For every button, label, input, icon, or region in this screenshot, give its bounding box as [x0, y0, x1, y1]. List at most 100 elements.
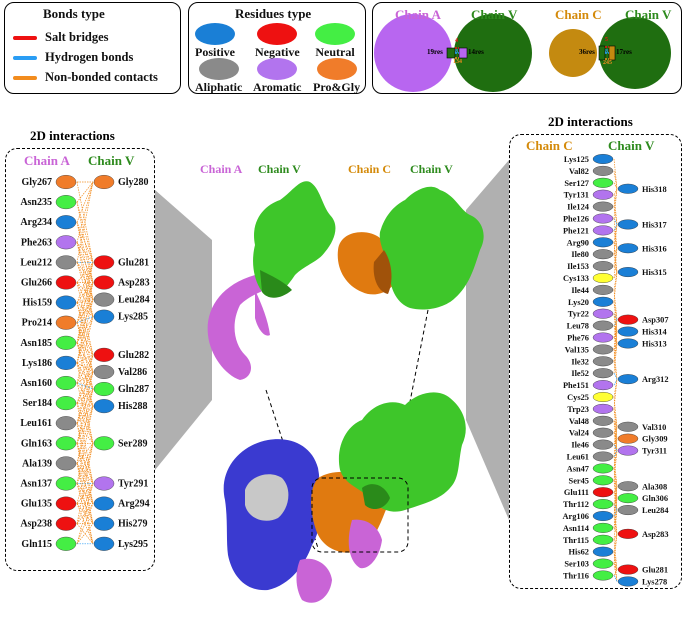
left-panel-title: 2D interactions: [30, 128, 115, 143]
progly-legend-item: Pro&Gly: [313, 58, 360, 95]
right-panel-left-residue-label: Val135: [565, 345, 589, 354]
right-panel-bond-line: [613, 337, 618, 344]
chain-a-circle: [374, 14, 452, 92]
right-panel-left-residue-oval: [592, 344, 614, 355]
right-panel-left-residue-label: Ile32: [571, 357, 589, 366]
right-panel-bond-line: [613, 509, 618, 528]
right-panel-right-residue-oval: [617, 421, 639, 432]
right-panel-bond-line: [613, 486, 618, 493]
left-panel-bond-line: [76, 405, 94, 444]
right-panel-right-residue-oval: [617, 267, 639, 278]
non-bonded-swatch: [13, 75, 37, 80]
aromatic-label: Aromatic: [253, 80, 302, 94]
left-panel-interaction-lines: [76, 181, 94, 545]
left-panel-bond-line: [76, 382, 94, 444]
left-panel-left-residue-oval: [55, 516, 77, 531]
right-panel-left-residue-label: Ile80: [571, 250, 589, 259]
right-panel-left-residue-oval: [592, 522, 614, 533]
right-panel-right-residue-label: His317: [642, 220, 667, 229]
left-panel-bond-line: [76, 342, 94, 407]
right-panel-bond-line: [613, 533, 618, 552]
right-panel-left-residue-oval: [592, 272, 614, 283]
right-panel-right-residue-label: Lys278: [642, 577, 667, 586]
left-panel-bond-line: [76, 316, 94, 364]
left-panel-right-residue-label: Gly280: [118, 177, 149, 188]
right-panel-bond-line: [613, 319, 618, 338]
right-panel-right-residue-label: Ala308: [642, 482, 667, 491]
right-panel-left-residue-oval: [592, 308, 614, 319]
left-panel-right-residue-oval: [93, 476, 115, 491]
left-panel-bond-line: [76, 371, 94, 444]
right-panel-left-residue-label: Ile124: [567, 203, 590, 212]
venn-right-chain1: Chain C: [555, 7, 602, 22]
chain-v-surface-bottom: [338, 392, 466, 512]
left-panel-left-residue-label: Gln163: [21, 438, 52, 449]
left-panel-right-residue-oval: [93, 399, 115, 414]
right-panel-right-residue-oval: [617, 183, 639, 194]
venn-left-count-top: 4: [455, 38, 458, 44]
right-panel-bond-line: [613, 248, 618, 267]
aliphatic-swatch: [198, 58, 239, 80]
left-panel-left-residue-oval: [55, 175, 77, 190]
right-panel-left-residue-oval: [592, 177, 614, 188]
right-panel-bond-line: [613, 206, 618, 225]
right-panel-bond-line: [613, 533, 618, 540]
right-panel-chain-c: Chain C: [526, 138, 573, 153]
venn-left-count-mid: 8: [455, 49, 458, 55]
left-panel-right-residue-oval: [93, 364, 115, 379]
right-panel-right-residue-oval: [617, 564, 639, 575]
right-panel-left-residue-oval: [592, 415, 614, 426]
right-panel-left-residue-label: Cys25: [567, 393, 589, 402]
right-panel-bond-line: [613, 373, 618, 380]
left-panel-left-residue-oval: [55, 335, 77, 350]
right-panel-bond-line: [613, 450, 618, 469]
venn-right-count-mid: 8: [605, 49, 608, 55]
right-panel-left-residue-label: Phe76: [567, 334, 589, 343]
left-panel-left-residue-label: Leu212: [20, 257, 52, 268]
right-interaction-graph: Lys125Val82Ser127Tyr131Ile124Phe126Phe12…: [562, 154, 669, 587]
left-panel-bond-line: [76, 371, 94, 384]
interface-summary-box: Chain A Chain V Chain C Chain V 19res 14…: [372, 2, 682, 94]
left-panel-bond-line: [76, 282, 94, 363]
right-panel-bond-line: [613, 486, 618, 505]
left-panel-left-residue-oval: [55, 355, 77, 370]
right-panel-left-residue-label: Tyr131: [564, 191, 589, 200]
salt-bridge-legend-item: Salt bridges: [13, 30, 109, 45]
right-panel-left-residue-oval: [592, 403, 614, 414]
right-panel-left-residue-oval: [592, 320, 614, 331]
left-panel-bond-line: [76, 299, 94, 303]
left-panel-bond-line: [76, 382, 94, 390]
left-panel-bond-line: [76, 181, 94, 223]
left-panel-bond-line: [76, 354, 94, 364]
left-panel-left-residue-label: Glu135: [21, 499, 52, 510]
right-panel-bond-line: [613, 271, 618, 279]
right-panel-right-residue-label: His314: [642, 328, 667, 337]
venn-left-count-bottom: 134: [453, 59, 462, 65]
right-panel-left-residue-oval: [592, 237, 614, 248]
right-panel-left-residue-label: Arg90: [567, 238, 589, 247]
left-panel-bond-line: [76, 342, 94, 390]
left-panel-right-residue-label: Glu282: [118, 350, 149, 361]
left-panel-bond-line: [76, 362, 94, 444]
right-panel-right-residue-oval: [617, 445, 639, 456]
left-panel-left-residue-label: Gln115: [21, 539, 52, 550]
right-panel-right-residue-oval: [617, 505, 639, 516]
right-panel-left-residue-oval: [592, 225, 614, 236]
left-panel-bond-line: [76, 388, 94, 464]
left-panel-bond-line: [76, 242, 94, 317]
right-panel-left-residue-oval: [592, 511, 614, 522]
right-panel-bond-line: [613, 224, 618, 243]
right-panel-bond-line: [613, 331, 618, 338]
left-panel-right-residue-label: Lys295: [118, 539, 148, 550]
left-panel-bond-line: [76, 503, 94, 544]
positive-label: Positive: [195, 45, 235, 59]
right-panel-left-residue-label: Ser45: [569, 476, 589, 485]
hydrogen-bond-label: Hydrogen bonds: [45, 50, 134, 64]
left-panel-bond-line: [76, 322, 94, 356]
left-panel-bond-line: [76, 262, 94, 317]
left-panel-chain-a: Chain A: [24, 153, 70, 168]
left-panel-bond-line: [76, 371, 94, 404]
neutral-legend-item: Neutral: [315, 23, 355, 60]
progly-label: Pro&Gly: [313, 80, 361, 94]
right-panel-bond-line: [613, 569, 618, 576]
